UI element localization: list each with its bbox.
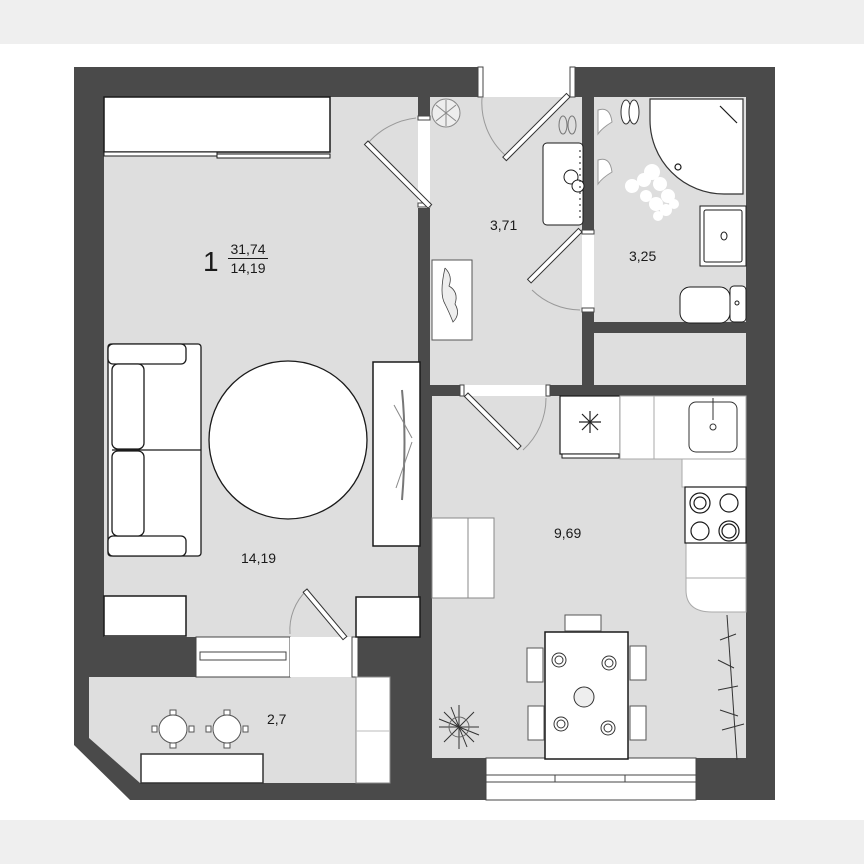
dining-table-icon [526, 614, 647, 760]
kitchen-fixtures [431, 395, 747, 761]
bathroom-fixtures [597, 98, 747, 324]
balcony-furniture [140, 676, 391, 784]
entrance-door [481, 92, 571, 162]
dresser-icon [103, 595, 421, 638]
doors [289, 92, 583, 641]
bath-mat-icon [625, 164, 679, 221]
towel-icons [597, 99, 640, 186]
total-area: 31,74 [228, 242, 268, 259]
living-room-furniture [103, 96, 421, 638]
wardrobe-icon [103, 96, 331, 159]
balcony-door [289, 588, 348, 641]
dishwasher-icon [431, 517, 495, 599]
slippers-icon [558, 115, 577, 135]
shower-icon [649, 98, 744, 195]
mirror-icon [431, 259, 473, 341]
kitchen-area: 9,69 [554, 525, 582, 541]
plant-icon [438, 614, 745, 761]
bottom-band [0, 820, 864, 864]
utility-floor [594, 333, 746, 385]
sink-icon [699, 205, 747, 267]
bathroom-area: 3,25 [629, 248, 657, 264]
hallway-furniture [431, 98, 585, 341]
round-rug-icon [208, 360, 368, 520]
kitchen-sink-icon [688, 398, 738, 453]
sofa-icon [107, 343, 202, 557]
living-area: 14,19 [230, 260, 266, 276]
toilet-icon [679, 285, 747, 324]
balcony-bench-icon [140, 753, 264, 784]
bathroom-door [526, 227, 583, 311]
hallway-floor [430, 97, 582, 385]
top-band [0, 0, 864, 44]
balcony-cabinet-icon [355, 676, 391, 784]
tv-stand-icon [372, 361, 421, 547]
ceiling-light-icon [431, 98, 461, 128]
living-room-door [363, 117, 433, 209]
kitchen-door [463, 392, 547, 451]
hallway-area: 3,71 [490, 217, 518, 233]
area-summary: 31,74 14,19 [228, 242, 268, 275]
balcony-area: 2,7 [267, 711, 287, 727]
living-room-area: 14,19 [241, 550, 277, 566]
room-count-label: 1 [203, 246, 219, 277]
stove-icon [684, 486, 747, 544]
openings [195, 66, 697, 801]
fridge-icon [559, 395, 621, 459]
balcony-table-icon [151, 709, 249, 749]
shoe-rack-icon [542, 142, 585, 226]
